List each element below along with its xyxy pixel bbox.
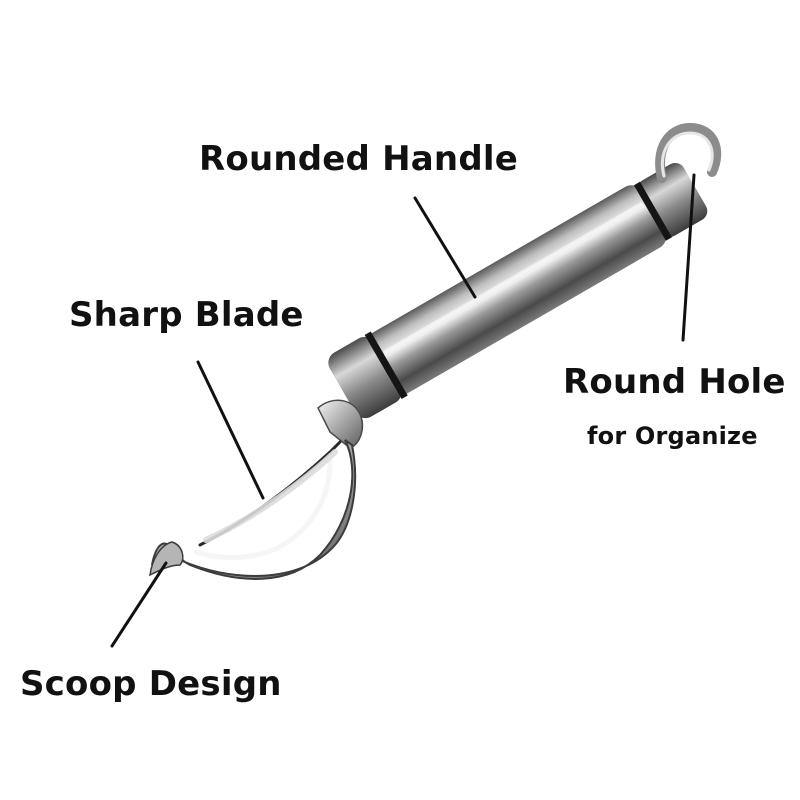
peeler-blade-frame xyxy=(151,439,357,580)
leader-line-hole xyxy=(681,173,696,342)
handle-left-cap xyxy=(328,336,402,419)
label-sharp-blade: Sharp Blade xyxy=(69,295,304,335)
leader-line-handle xyxy=(413,196,477,299)
leader-lines xyxy=(110,173,696,648)
handle-tube xyxy=(364,185,667,396)
handle-left-ring xyxy=(364,331,408,400)
label-for-organize: for Organize xyxy=(587,422,758,450)
leader-line-scoop xyxy=(110,561,168,648)
label-scoop-design: Scoop Design xyxy=(20,664,282,704)
scoop-tip xyxy=(149,541,184,577)
handle-right-ring xyxy=(633,181,672,241)
label-rounded-handle: Rounded Handle xyxy=(199,139,518,179)
label-round-hole: Round Hole xyxy=(563,362,786,402)
hanging-loop-icon xyxy=(655,122,722,183)
leader-line-blade xyxy=(196,360,265,500)
